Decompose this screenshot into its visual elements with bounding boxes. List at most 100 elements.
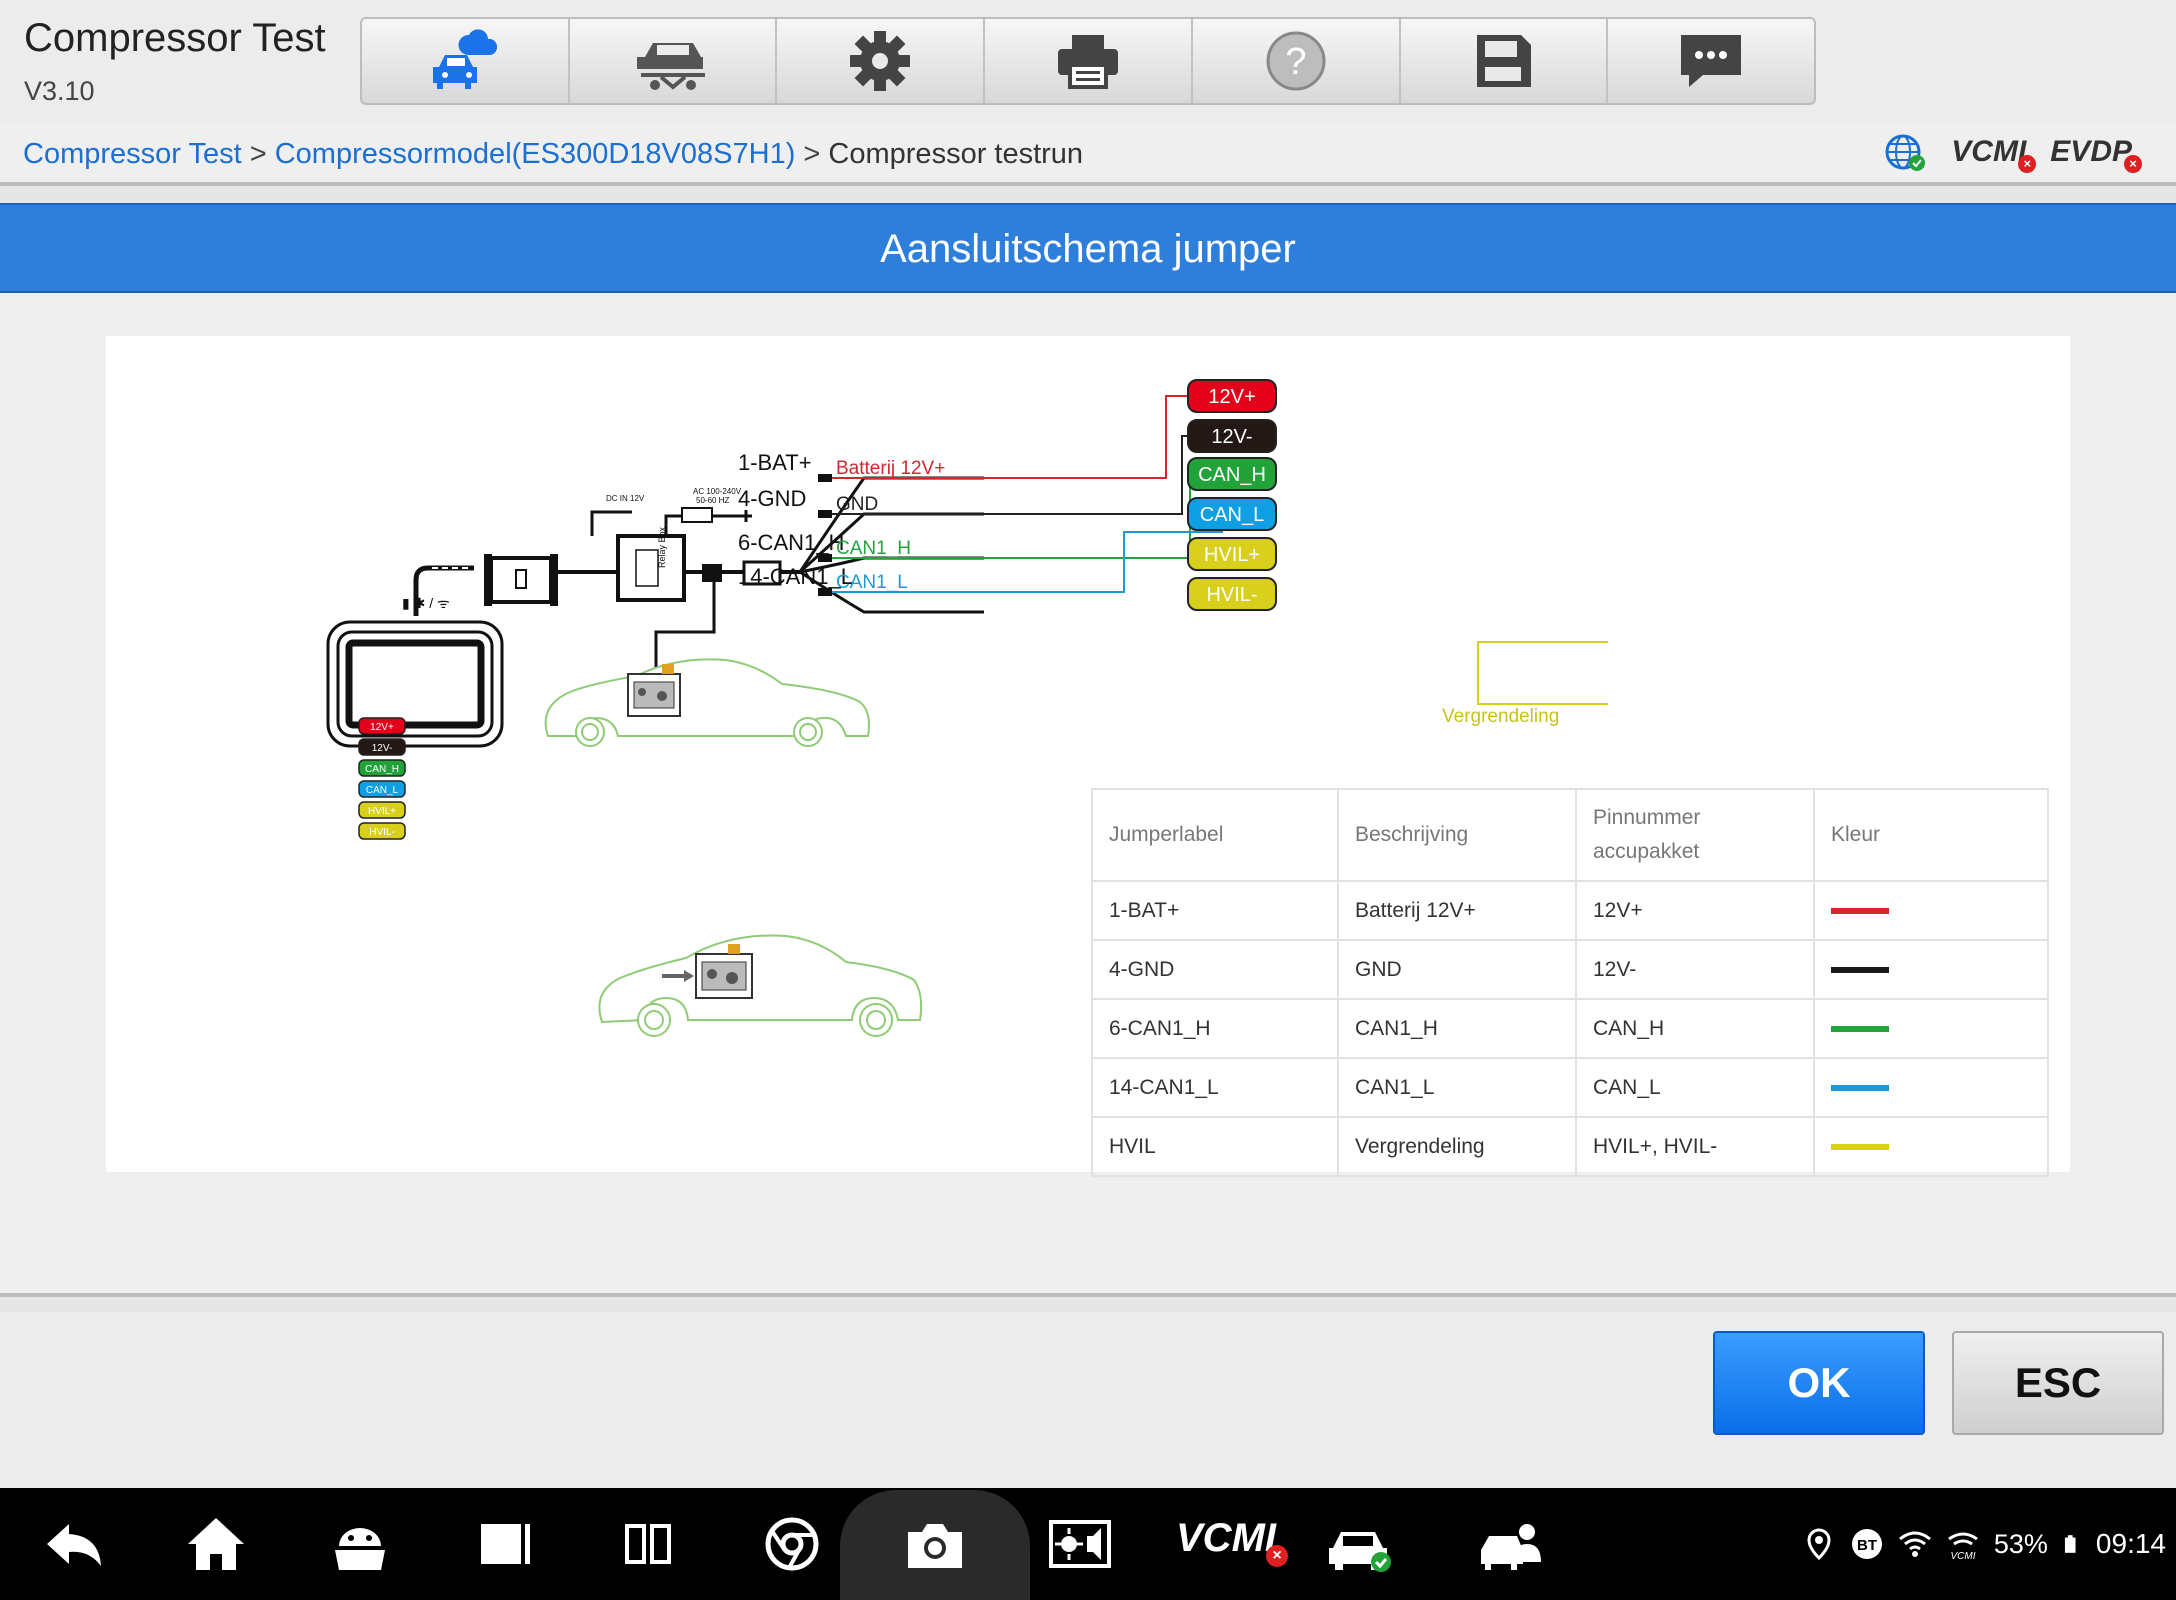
display-settings-button[interactable] [1032, 1488, 1128, 1600]
screenshot-button[interactable] [840, 1490, 1030, 1600]
wire-desc-label: Batterij 12V+ [836, 458, 945, 479]
camera-icon [908, 1524, 962, 1568]
vehicle-icon [544, 658, 870, 747]
hvil-loop-label: Vergrendeling [1442, 706, 1559, 727]
back-arrow-icon [47, 1524, 101, 1566]
color-swatch [1831, 1025, 1889, 1032]
browser-button[interactable] [744, 1488, 840, 1600]
connector-label: 12V+ [1208, 386, 1255, 408]
vcmi-nav-button[interactable]: VCMI × [1176, 1516, 1288, 1567]
cell-beschrijving: Batterij 12V+ [1337, 880, 1577, 941]
breadcrumb-item-compressor-test[interactable]: Compressor Test [23, 138, 242, 170]
app-title: Compressor Test [24, 16, 326, 60]
color-swatch [1831, 1084, 1889, 1091]
printer-icon [1058, 35, 1119, 89]
system-tray: BT VCMI 53% 09:14 [1802, 1488, 2166, 1600]
wiring-diagram: ▮ ✱ / ᯤ Relay Box DC IN 12V AC 100-240V … [326, 379, 1608, 1037]
tablet-device-icon [326, 620, 504, 748]
android-button[interactable] [312, 1488, 408, 1600]
vci-device-icon [484, 554, 558, 606]
wire-pin-label: 14-CAN1_L [738, 564, 853, 589]
app-version: V3.10 [24, 76, 95, 106]
connector-label: CAN_H [1198, 464, 1266, 486]
ac-hz-label: 50-60 HZ [696, 496, 729, 505]
disconnected-icon: × [1266, 1545, 1288, 1567]
connector-label: CAN_L [1200, 504, 1264, 526]
color-swatch [1831, 907, 1889, 914]
jumper-table: Jumperlabel Beschrijving Pinnummer accup… [1091, 788, 2049, 1177]
cell-jumperlabel: HVIL [1091, 1116, 1339, 1177]
cell-pinnummer: CAN_L [1575, 1057, 1815, 1118]
android-icon [335, 1528, 385, 1570]
wire-terminal [818, 474, 832, 482]
legend-hvil-: HVIL+ [358, 801, 406, 819]
toolbar: ? [360, 17, 1816, 105]
vehicle-connected-button[interactable] [1312, 1488, 1408, 1600]
car-check-icon [1329, 1532, 1391, 1572]
ok-button[interactable]: OK [1713, 1331, 1925, 1435]
home-button[interactable] [168, 1488, 264, 1600]
save-button[interactable] [1401, 19, 1609, 103]
vcmi-status: VCMI × [1951, 135, 2037, 173]
cell-jumperlabel: 6-CAN1_H [1091, 998, 1339, 1059]
legend-label: CAN_L [366, 785, 399, 796]
connector-label: HVIL- [1206, 584, 1257, 606]
vcmi-wifi-icon: VCMI [1948, 1532, 1978, 1561]
column-header-jumperlabel: Jumperlabel [1091, 788, 1339, 882]
help-button[interactable]: ? [1193, 19, 1401, 103]
cell-kleur [1813, 1116, 2049, 1177]
relay-box-icon: Relay Box [616, 526, 686, 602]
table-header-row: Jumperlabel Beschrijving Pinnummer accup… [1091, 788, 2049, 882]
remote-expert-button[interactable] [362, 19, 570, 103]
legend-12v-: 12V+ [358, 717, 406, 735]
settings-button[interactable] [777, 19, 986, 103]
breadcrumb-item-compressor-model[interactable]: Compressormodel(ES300D18V08S7H1) [274, 138, 796, 170]
wire-desc-label: CAN1_L [836, 572, 908, 593]
vehicle-compressor-icon [598, 934, 923, 1037]
legend-hvil-: HVIL- [358, 822, 406, 840]
legend-can-h: CAN_H [358, 759, 406, 777]
vehicle-lift-button[interactable] [570, 19, 778, 103]
recent-apps-button[interactable] [456, 1488, 552, 1600]
system-navbar: VCMI × BT VCMI 53% 09:14 [0, 1488, 2176, 1600]
relay-box-label: Relay Box [657, 526, 667, 568]
cell-beschrijving: GND [1337, 939, 1577, 1000]
split-screen-icon [625, 1524, 671, 1564]
print-button[interactable] [985, 19, 1193, 103]
wire-pin-label: 1-BAT+ [738, 450, 812, 475]
app-header: Compressor Test V3.10 [0, 0, 2176, 122]
split-screen-button[interactable] [600, 1488, 696, 1600]
feedback-button[interactable] [1608, 19, 1814, 103]
evdp-label: EVDP [2050, 135, 2132, 168]
legend-label: HVIL- [369, 827, 395, 838]
save-icon [1477, 35, 1532, 87]
wire-pin-label: 4-GND [738, 486, 806, 511]
browser-icon [765, 1517, 819, 1571]
cell-kleur [1813, 1057, 2049, 1118]
legend-label: HVIL+ [368, 806, 396, 817]
chat-icon [1681, 35, 1742, 87]
back-button[interactable] [26, 1488, 122, 1600]
ac-in-label: AC 100-240V [693, 487, 742, 496]
car-person-icon [1481, 1524, 1541, 1570]
dialog-title: Aansluitschema jumper [0, 203, 2176, 293]
svg-text:VCMI: VCMI [1950, 1551, 1975, 1561]
breadcrumb: Compressor Test > Compressormodel(ES300D… [23, 138, 1083, 171]
cell-kleur [1813, 939, 2049, 1000]
battery-percent: 53% [1993, 1528, 2048, 1559]
svg-text:?: ? [1285, 41, 1306, 83]
remote-expert-nav-button[interactable] [1462, 1488, 1558, 1600]
vcmi-label: VCMI [1951, 135, 2027, 168]
wire-terminal [818, 588, 832, 596]
disconnected-icon: × [2124, 155, 2142, 173]
wiring-panel: ▮ ✱ / ᯤ Relay Box DC IN 12V AC 100-240V … [106, 336, 2070, 1177]
connector-12v-: 12V- [1187, 419, 1277, 453]
esc-button[interactable]: ESC [1952, 1331, 2164, 1435]
connector-label: HVIL+ [1204, 544, 1260, 566]
cell-pinnummer: CAN_H [1575, 998, 1815, 1059]
wire-desc-label: GND [836, 494, 878, 515]
wire-terminal [818, 554, 832, 562]
svg-text:▮ ✱ / ᯤ: ▮ ✱ / ᯤ [402, 595, 450, 611]
